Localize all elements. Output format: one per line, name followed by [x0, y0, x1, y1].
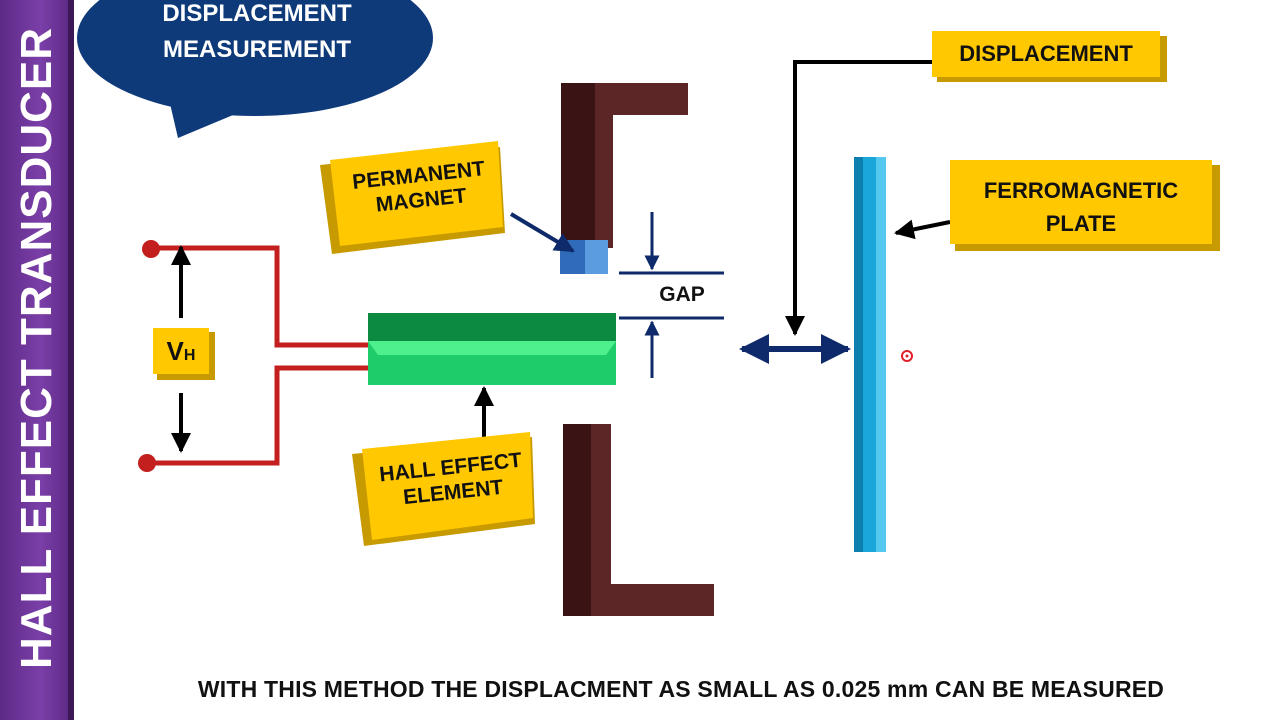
- cursor-marker: [901, 350, 913, 362]
- plate-pointer-arrow: [894, 219, 951, 240]
- hall-element-label-box: [352, 432, 535, 546]
- permanent-magnet-lower: [563, 424, 714, 616]
- vh-main: V: [166, 336, 184, 366]
- ferromagnetic-line-2: PLATE: [1045, 211, 1117, 237]
- bubble-line-2: MEASUREMENT: [162, 36, 351, 63]
- displacement-label-box: [932, 31, 1167, 82]
- title-bubble-text: DISPLACEMENT MEASUREMENT: [112, 0, 402, 68]
- vh-subscript: H: [183, 347, 196, 364]
- terminal-top: [142, 240, 160, 258]
- ferromagnetic-plate-label: FERROMAGNETIC PLATE: [950, 172, 1212, 243]
- ferromagnetic-plate: [854, 157, 886, 552]
- terminal-bottom: [138, 454, 156, 472]
- vh-label: VH: [153, 336, 209, 367]
- side-bar-edge: [68, 0, 74, 720]
- gap-indicator: [619, 212, 724, 378]
- output-wires: [150, 245, 368, 466]
- vh-label-box: [153, 328, 215, 380]
- permanent-magnet-upper: [560, 83, 688, 274]
- displacement-pointer: [785, 60, 933, 336]
- ferromagnetic-line-1: FERROMAGNETIC: [983, 178, 1179, 203]
- hall-effect-element: [368, 313, 616, 385]
- bubble-line-1: DISPLACEMENT: [162, 0, 352, 27]
- footer-caption: WITH THIS METHOD THE DISPLACMENT AS SMAL…: [197, 676, 1165, 702]
- magnet-pointer-arrow: [509, 212, 575, 253]
- side-title-bar: HALL EFFECT TRANSDUCER: [0, 0, 74, 720]
- displacement-label: DISPLACEMENT: [959, 41, 1133, 66]
- gap-label: GAP: [659, 283, 705, 306]
- permanent-magnet-label-box: [320, 141, 505, 254]
- cursor-marker-dot: [905, 354, 909, 358]
- ferromagnetic-label-box: [950, 160, 1220, 251]
- title-bubble: [77, 0, 433, 138]
